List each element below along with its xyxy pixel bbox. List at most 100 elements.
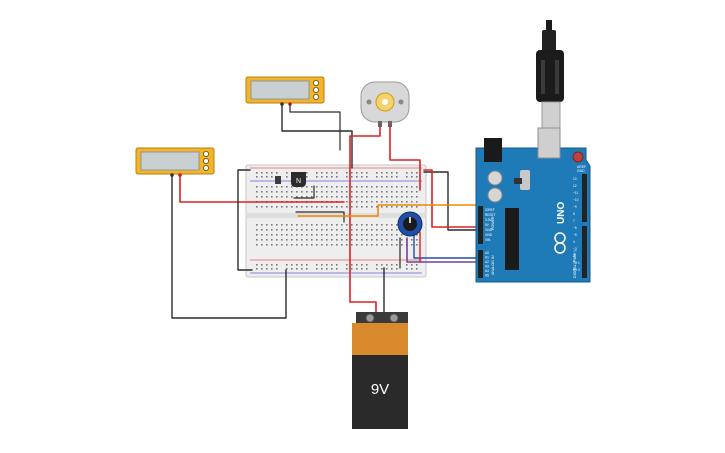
digital-header [582,174,587,222]
usb-cable[interactable] [536,20,564,129]
breadboard-hole [281,229,283,231]
breadboard-hole [316,172,318,174]
wire-purple[interactable] [406,237,477,263]
wire-black[interactable] [289,103,341,151]
multimeter-left[interactable] [135,147,215,177]
breadboard-hole [351,264,353,266]
wire-red[interactable] [423,169,477,228]
breadboard-hole [391,191,393,193]
breadboard-hole [311,186,313,188]
breadboard-hole [376,186,378,188]
breadboard-hole [411,172,413,174]
breadboard-hole [351,206,353,208]
breadboard-hole [416,268,418,270]
breadboard-hole [266,186,268,188]
breadboard-hole [341,244,343,246]
pin-label: 13 [573,177,577,181]
breadboard-hole [331,176,333,178]
breadboard-hole [276,244,278,246]
breadboard-hole [366,176,368,178]
breadboard-hole [296,264,298,266]
breadboard-hole [341,206,343,208]
breadboard-hole [296,191,298,193]
breadboard-hole [276,268,278,270]
wire-red[interactable] [349,125,381,313]
breadboard-hole [411,176,413,178]
breadboard-hole [346,186,348,188]
battery-label-band [352,323,408,357]
usb-cable-cord [542,30,556,52]
breadboard-hole [416,264,418,266]
breadboard-hole [331,268,333,270]
wire-black[interactable] [423,171,477,231]
breadboard-hole [391,224,393,226]
breadboard-hole [286,268,288,270]
wire-black[interactable] [281,103,353,169]
wire-black[interactable] [237,169,253,271]
arduino-uno[interactable]: UNO POWER ANALOG IN DIGITAL (PWM~) AREF … [475,127,591,283]
breadboard-hole [256,239,258,241]
breadboard-hole [336,224,338,226]
breadboard-hole [366,268,368,270]
breadboard-hole [396,268,398,270]
potentiometer[interactable] [397,211,423,237]
breadboard-hole [416,206,418,208]
breadboard-hole [346,268,348,270]
breadboard-hole [386,191,388,193]
wire-red[interactable] [179,174,345,203]
breadboard-hole [266,172,268,174]
breadboard-hole [386,201,388,203]
wire-blue[interactable] [413,235,477,259]
breadboard-hole [376,172,378,174]
breadboard-hole [396,244,398,246]
breadboard-hole [336,206,338,208]
pin-label: A0 [485,251,489,255]
breadboard-hole [391,239,393,241]
breadboard-hole [321,264,323,266]
npn-transistor[interactable]: N [291,172,306,187]
breadboard-hole [301,268,303,270]
breadboard-hole [256,229,258,231]
breadboard-hole [261,264,263,266]
breadboard-hole [386,244,388,246]
usb-plug-grip [555,60,559,94]
dc-motor[interactable] [360,81,410,127]
wire-black[interactable] [171,174,287,319]
probe-terminal [202,164,209,171]
breadboard-hole [386,264,388,266]
breadboard-hole [346,191,348,193]
pin-label: IOREF [485,208,495,212]
wire-black[interactable] [295,211,345,223]
breadboard-hole [391,201,393,203]
pin-label: TX 1 [573,261,580,265]
breadboard-hole [346,229,348,231]
breadboard-hole [266,224,268,226]
breadboard-hole [331,264,333,266]
breadboard-hole [376,206,378,208]
breadboard-hole [261,176,263,178]
breadboard-hole [311,224,313,226]
transistor-label: N [296,178,301,185]
breadboard-hole [371,239,373,241]
reset-button[interactable] [572,151,584,163]
wire-red[interactable] [389,125,421,191]
breadboard-hole [381,239,383,241]
breadboard-hole [301,196,303,198]
breadboard-hole [261,172,263,174]
battery-voltage-label: 9V [371,381,389,398]
breadboard-hole [411,201,413,203]
9v-battery[interactable]: 9V [352,312,408,429]
breadboard-hole [371,206,373,208]
breadboard-hole [411,196,413,198]
breadboard-hole [376,239,378,241]
resistor-small[interactable] [275,176,281,184]
breadboard-hole [326,229,328,231]
wire-black[interactable] [293,185,315,199]
breadboard-hole [256,172,258,174]
multimeter-top[interactable] [245,76,325,106]
breadboard-hole [351,201,353,203]
motor-terminal [388,121,392,127]
breadboard-hole [276,224,278,226]
breadboard-hole [291,244,293,246]
breadboard-hole [396,176,398,178]
